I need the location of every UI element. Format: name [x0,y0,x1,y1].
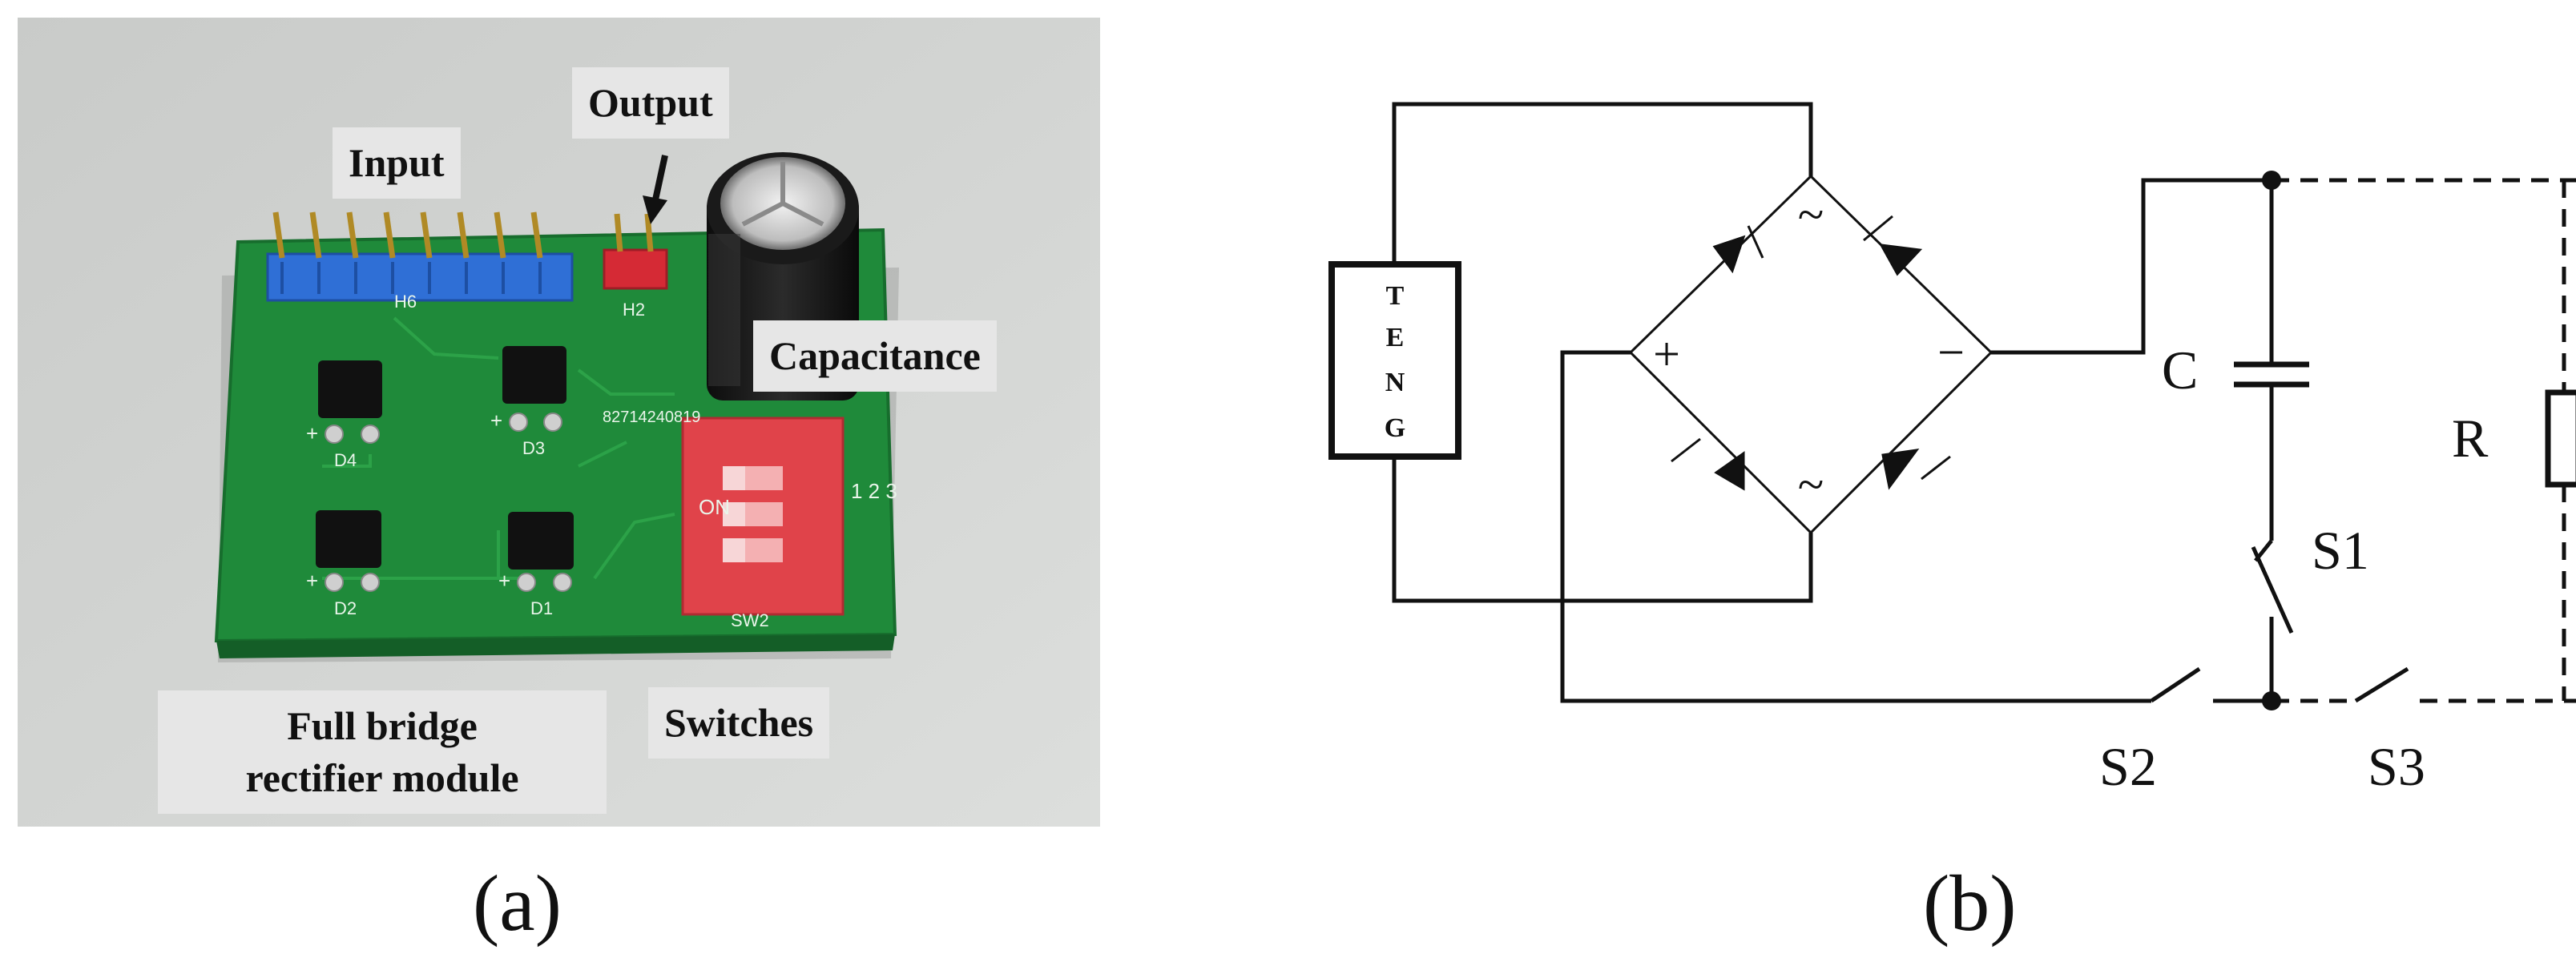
diode-top-right [1879,244,1923,276]
silk-plus-d1: + [498,569,510,593]
bridge-ac-bottom: ~ [1798,458,1824,511]
output-header [603,213,668,290]
switches-callout: Switches [648,687,830,759]
diode-top-left [1712,235,1746,274]
teng-letter-n: N [1385,368,1405,397]
full-bridge-callout: Full bridge rectifier module [158,690,607,814]
circuit-schematic: T E N G ~ ~ + − C R S1 S2 S3 [1328,102,2576,797]
output-arrow [643,155,668,224]
silk-on: ON [699,495,730,519]
silk-plus-d4: + [306,421,318,445]
silk-plus-d2: + [306,569,318,593]
label-c: C [2162,340,2198,400]
input-callout: Input [333,127,461,199]
silk-plus-d3: + [490,409,502,433]
wire-teng-bottom [1392,457,1813,603]
silk-d3: D3 [522,438,545,458]
label-s1: S1 [2312,520,2369,581]
wire-minus [1991,178,2272,355]
teng-letter-g: G [1385,413,1405,443]
full-bridge-line1: Full bridge [287,703,478,748]
silk-h6: H6 [394,292,417,312]
switch-s1-open [2251,545,2294,634]
teng-letter-t: T [1386,281,1405,311]
wire-plus [1560,350,2151,703]
output-callout: Output [572,67,729,139]
bridge-plus: + [1653,328,1680,380]
silk-d4: D4 [334,450,357,470]
bridge-ac-top: ~ [1798,188,1824,241]
bridge-diodes [1671,215,1951,491]
switch-s3-blade [2354,666,2409,703]
silk-d2: D2 [334,598,357,618]
silk-h2: H2 [623,300,645,320]
teng-letter-e: E [1386,323,1405,352]
rectifier-chips [316,346,574,570]
switch-s2-blade [2150,666,2201,703]
diode-bottom-right [1881,449,1920,490]
diode-bottom-left [1714,451,1745,491]
capacitance-callout: Capacitance [753,320,997,392]
pcb-illustration: H6 H2 D4 D3 D2 D1 SW2 82714240819 ON 1 2… [18,18,1100,827]
panel-b-label: (b) [1923,859,2017,948]
junction-bottom [2262,691,2281,710]
silk-sw2: SW2 [731,610,769,630]
label-r: R [2452,408,2489,469]
label-s3: S3 [2368,736,2425,797]
panel-a-label: (a) [473,859,562,948]
pcb-photo: H6 H2 D4 D3 D2 D1 SW2 82714240819 ON 1 2… [18,18,1100,827]
dashed-load-branch [2272,178,2576,703]
bridge-diamond [1628,174,1993,535]
full-bridge-line2: rectifier module [245,755,519,800]
silk-nums: 1 2 3 [851,479,897,503]
wire-teng-top [1392,102,1813,264]
junction-top [2262,171,2281,190]
dip-switch [681,417,845,616]
input-header [266,211,574,302]
silk-serial: 82714240819 [603,409,700,426]
label-s2: S2 [2099,736,2157,797]
resistor-symbol [2545,389,2576,488]
teng-block [1328,261,1461,460]
bridge-minus: − [1937,326,1965,379]
silk-d1: D1 [530,598,553,618]
capacitor-symbol [2234,361,2309,388]
